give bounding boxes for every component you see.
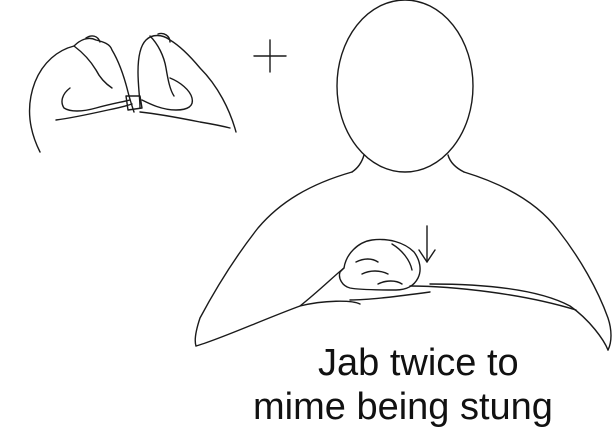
caption-line-2: mime being stung [253,388,553,426]
head-outline [337,0,473,172]
right-finger-detail [158,33,170,42]
right-arm-lower [430,284,608,350]
neck-left [352,155,364,172]
right-knuckles [150,36,174,96]
hands-pinch-illustration [30,33,236,152]
right-finger-loop [142,78,192,110]
plus-icon [254,40,286,72]
forearm-under [350,292,430,300]
person-illustration [195,0,611,350]
forearm-top [300,268,344,306]
caption-line-1: Jab twice to [318,344,519,382]
right-hand-outline [138,36,236,133]
left-shoulder-arm [195,172,352,346]
left-knuckles [74,46,112,88]
fist-fingers [356,259,402,284]
neck-right [448,155,464,172]
left-lower-palm [56,104,132,120]
left-forearm-lower [196,301,360,346]
right-lower-palm [140,112,230,128]
left-hand-outline [30,38,134,152]
down-arrow-icon [419,226,435,262]
